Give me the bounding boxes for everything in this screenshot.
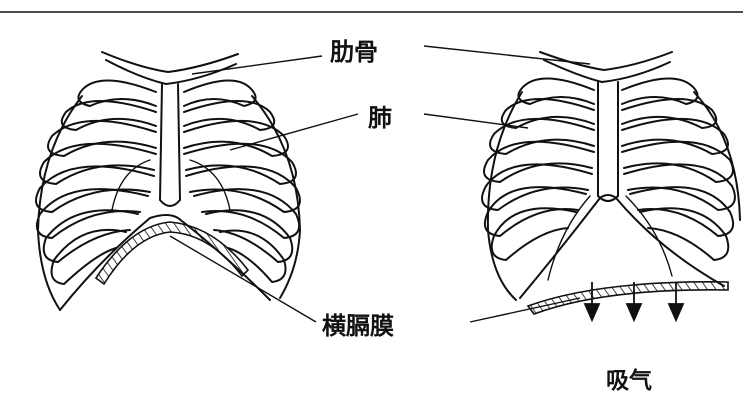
right-ribcage [482, 52, 740, 300]
label-inhale: 吸气 [606, 370, 652, 393]
label-lung: 肺 [368, 106, 392, 130]
label-ribs: 肋骨 [330, 40, 378, 64]
arrow-down-icon [669, 304, 683, 320]
label-diaphragm: 横膈膜 [322, 314, 394, 338]
arrow-down-icon [585, 304, 599, 320]
arrow-down-icon [627, 304, 641, 320]
right-diaphragm [528, 282, 728, 314]
leader-lines [170, 46, 590, 322]
left-ribcage [36, 52, 300, 310]
